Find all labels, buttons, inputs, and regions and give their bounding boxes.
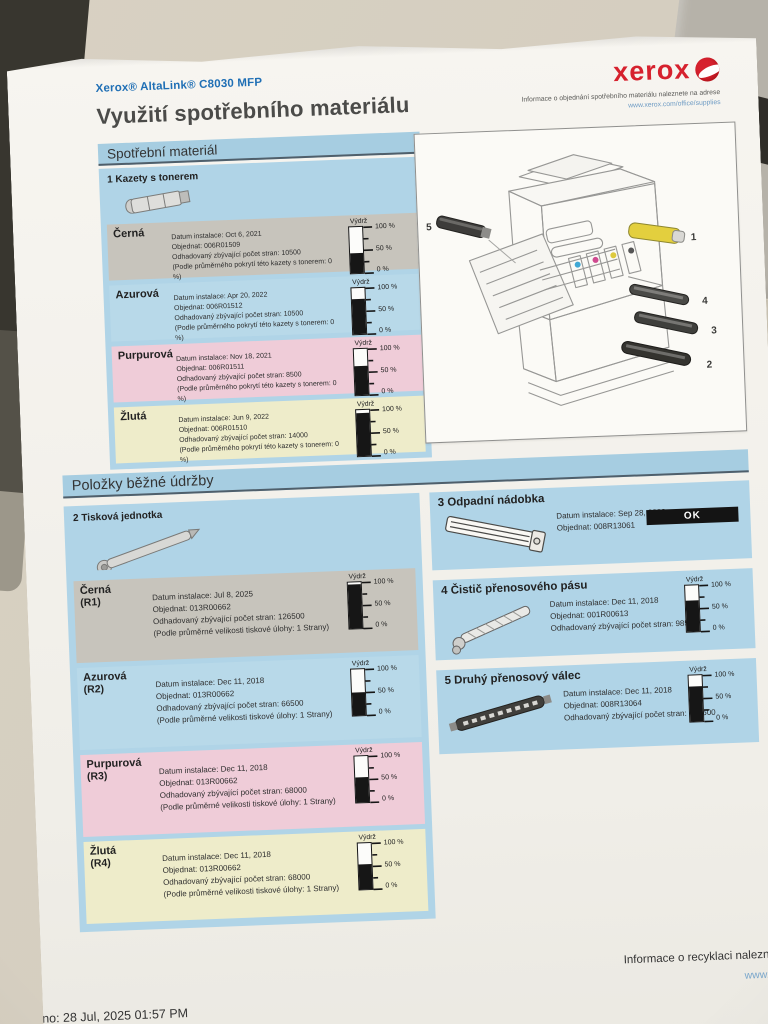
- drum-row-black: Černá (R1) Datum instalace: Jul 8, 2025 …: [73, 568, 418, 663]
- life-gauge: Výdrž 100 %50 %0 %: [351, 660, 398, 717]
- recycle-info-text: Informace o recyklaci naleznete na ad: [623, 948, 768, 967]
- toner-cartridge-icon: [117, 175, 416, 219]
- gauge-ticks-icon: [368, 348, 380, 397]
- life-gauge: Výdrž 100 %50 %0 %: [348, 573, 394, 630]
- xerox-logo: xerox: [613, 55, 720, 86]
- life-gauge: Výdrž 100 %50 %0 %: [685, 576, 732, 633]
- gauge-ticks-icon: [363, 226, 375, 275]
- drum-row-magenta: Purpurová (R3) Datum instalace: Dec 11, …: [80, 742, 425, 837]
- printer-diagram: 5 1 4 3 2: [414, 122, 748, 444]
- diagram-callout-1: 1: [691, 232, 697, 243]
- gauge-ticks-icon: [365, 287, 377, 336]
- gauge-ticks-icon: [365, 668, 377, 717]
- drum-row-yellow: Žlutá (R4) Datum instalace: Dec 11, 2018…: [84, 829, 429, 924]
- report-header: Xerox® AltaLink® C8030 MFP Využití spotř…: [95, 59, 734, 133]
- life-gauge: Výdrž 100 %50 %0 %: [356, 400, 403, 458]
- header-left: Xerox® AltaLink® C8030 MFP Využití spotř…: [95, 71, 410, 130]
- printed-timestamp: ěno: 28 Jul, 2025 01:57 PM: [34, 1006, 189, 1024]
- diagram-callout-3: 3: [711, 326, 717, 337]
- drum-unit-icon: [83, 512, 415, 576]
- xerox-logo-text: xerox: [612, 54, 691, 88]
- transfer-roller-panel: 5 Druhý přenosový válec: [436, 658, 759, 754]
- diagram-callout-5: 5: [426, 223, 432, 234]
- maintenance-section: Položky běžné údržby 2 Tisková jednotka: [62, 450, 765, 933]
- toner-row-black: Černá Datum instalace: Oct 6, 2021 Objed…: [107, 213, 419, 281]
- gauge-ticks-icon: [703, 674, 715, 723]
- printer-model-line: Xerox® AltaLink® C8030 MFP: [95, 76, 263, 95]
- gauge-ticks-icon: [362, 581, 374, 630]
- gauge-ticks-icon: [699, 584, 711, 633]
- toner-row-magenta: Purpurová Datum instalace: Nov 18, 2021 …: [112, 335, 424, 403]
- supplies-section: Spotřební materiál 1 Kazety s tonerem: [98, 120, 748, 460]
- belt-cleaner-icon: [441, 596, 543, 656]
- header-right: xerox Informace o objednání spotřebního …: [520, 55, 735, 117]
- xerox-sphere-icon: [695, 57, 720, 82]
- recycle-info-url: www.xerox.com: [744, 966, 768, 982]
- diagram-callout-2: 2: [706, 360, 712, 371]
- waste-container-panel: 3 Odpadní nádobka: [429, 481, 752, 571]
- life-gauge: Výdrž 100 %50 %0 %: [689, 666, 735, 723]
- report-page: Xerox® AltaLink® C8030 MFP Využití spotř…: [6, 28, 768, 1024]
- toner-row-cyan: Azurová Datum instalace: Apr 20, 2022 Ob…: [109, 274, 421, 342]
- recycle-info: Informace o recyklaci naleznete na ad ww…: [623, 944, 768, 991]
- page-title: Využití spotřebního materiálu: [96, 91, 410, 129]
- gauge-ticks-icon: [368, 755, 380, 804]
- gauge-ticks-icon: [370, 409, 382, 458]
- belt-cleaner-panel: 4 Čistič přenosového pásu: [433, 569, 756, 661]
- order-info: Informace o objednání spotřebního materi…: [521, 88, 720, 116]
- life-gauge: Výdrž 100 %50 %0 %: [355, 747, 401, 804]
- life-gauge: Výdrž 100 %50 %0 %: [349, 218, 396, 275]
- transfer-roller-icon: [445, 685, 557, 741]
- life-gauge: Výdrž 100 %50 %0 %: [352, 278, 398, 336]
- toner-row-yellow: Žlutá Datum instalace: Jun 9, 2022 Objed…: [114, 396, 426, 464]
- life-gauge: Výdrž 100 %50 %0 %: [358, 834, 404, 891]
- gauge-ticks-icon: [372, 842, 384, 891]
- drum-units-panel: 2 Tisková jednotka: [64, 493, 436, 932]
- diagram-callout-4: 4: [702, 296, 708, 307]
- report-content: Xerox® AltaLink® C8030 MFP Využití spotř…: [6, 28, 768, 935]
- drum-row-cyan: Azurová (R2) Datum instalace: Dec 11, 20…: [77, 655, 422, 750]
- life-gauge: Výdrž 100 %50 %0 %: [354, 339, 400, 397]
- order-info-url: www.xerox.com/office/supplies: [628, 99, 721, 110]
- waste-container-icon: [438, 507, 550, 565]
- toner-cartridges-panel: 1 Kazety s tonerem: [99, 157, 432, 470]
